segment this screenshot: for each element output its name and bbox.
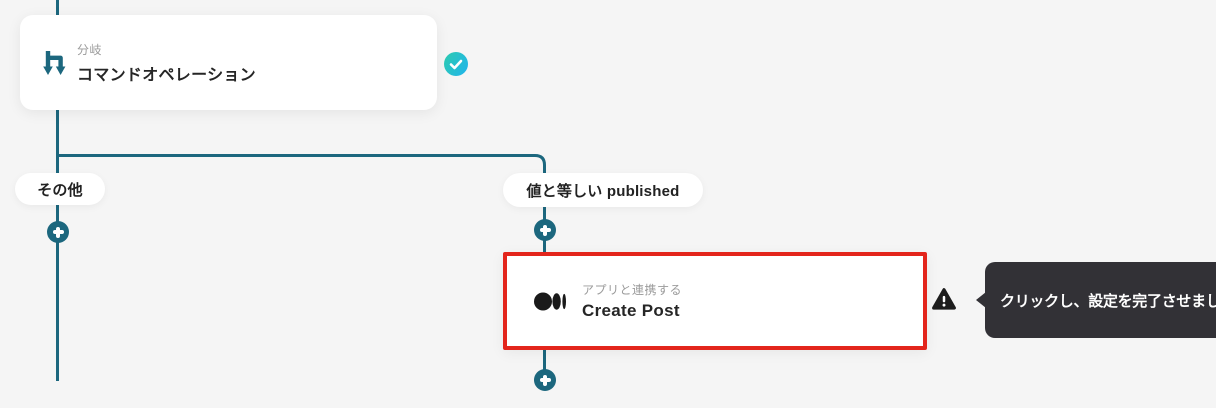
branch-node-title: コマンドオペレーション: [77, 66, 256, 84]
branch-node-card[interactable]: 分岐 コマンドオペレーション: [20, 15, 437, 110]
app-node-title: Create Post: [582, 301, 680, 320]
tooltip-arrow: [976, 292, 986, 308]
app-node-text: アプリと連携する Create Post: [582, 281, 682, 321]
setup-tooltip: クリックし、設定を完了させましょう: [976, 262, 1216, 338]
add-step-button-below-app-node[interactable]: [534, 369, 556, 391]
branch-icon: [42, 48, 70, 78]
check-badge-icon: [444, 52, 468, 76]
tooltip-text: クリックし、設定を完了させましょう: [1000, 292, 1216, 310]
app-node-type-label: アプリと連携する: [582, 283, 683, 297]
branch-label-other[interactable]: その他: [15, 173, 105, 205]
add-step-button-right-branch[interactable]: [534, 219, 556, 241]
medium-logo-icon: [534, 292, 566, 311]
right-branch-line: [57, 154, 546, 381]
app-node-card[interactable]: アプリと連携する Create Post: [503, 252, 927, 350]
branch-node-type-label: 分岐: [77, 42, 103, 57]
add-step-button-left-branch[interactable]: [47, 221, 69, 243]
warning-icon[interactable]: [931, 286, 957, 313]
branch-node-text: 分岐 コマンドオペレーション: [77, 41, 256, 85]
branch-label-condition-published[interactable]: 値と等しい published: [503, 173, 703, 207]
